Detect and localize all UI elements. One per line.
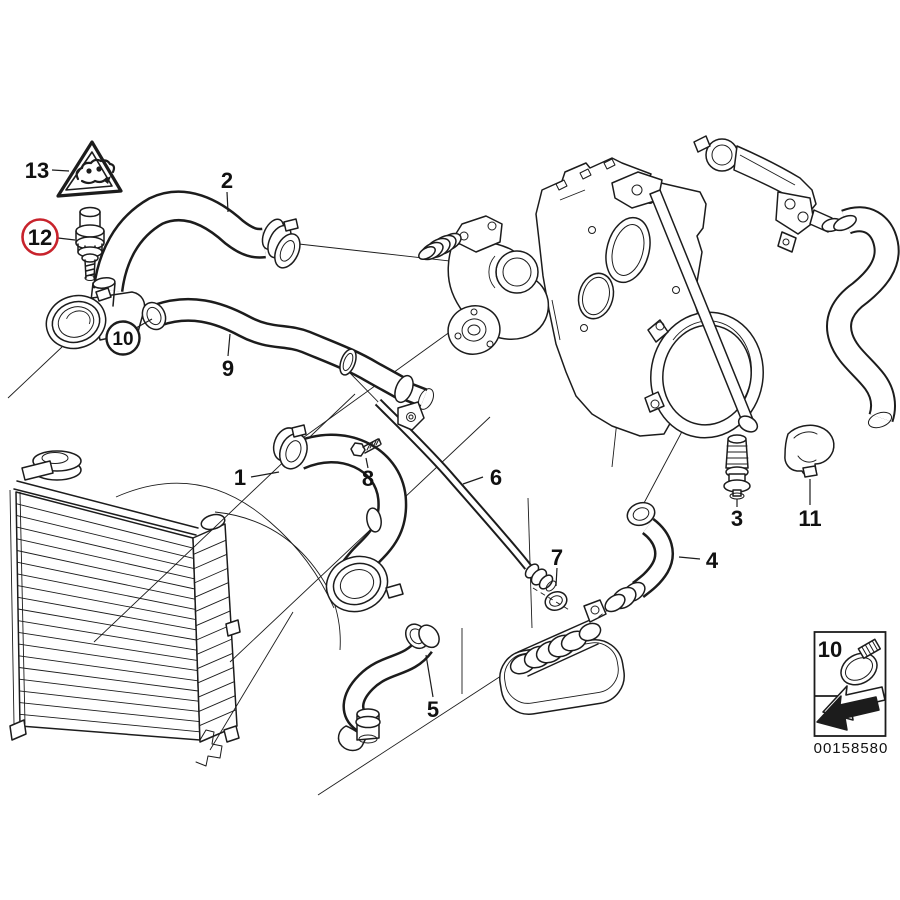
lower-radiator-hose-drawing bbox=[272, 424, 408, 613]
heater-hose-drawing bbox=[826, 206, 900, 429]
legend-item-number: 10 bbox=[818, 637, 842, 662]
vent-hose-drawing bbox=[141, 297, 435, 410]
temperature-sensor-drawing bbox=[75, 206, 105, 281]
upper-radiator-hose-drawing bbox=[92, 190, 301, 293]
bolt-drawing bbox=[350, 438, 382, 457]
legend-box: 10 bbox=[813, 631, 887, 737]
direction-arrow-icon bbox=[816, 685, 886, 731]
callout-3: 3 bbox=[731, 506, 743, 531]
callout-1: 1 bbox=[234, 465, 246, 490]
bleeder-screw-drawing bbox=[723, 434, 751, 500]
throttle-housing-drawing bbox=[644, 311, 764, 439]
oil-cooler-drawing bbox=[499, 587, 625, 716]
warning-triangle-icon bbox=[56, 140, 123, 198]
callout-4: 4 bbox=[706, 548, 719, 573]
callout-12: 12 bbox=[28, 225, 52, 250]
callout-5: 5 bbox=[427, 697, 439, 722]
holder-bracket-drawing bbox=[784, 424, 835, 478]
hose-clamp-icon bbox=[840, 638, 882, 686]
callout-9: 9 bbox=[222, 356, 234, 381]
radiator-drawing bbox=[9, 450, 341, 767]
callout-7: 7 bbox=[551, 545, 563, 570]
callout-13: 13 bbox=[25, 158, 49, 183]
coolant-line-drawing bbox=[374, 398, 557, 592]
water-pump-drawing bbox=[418, 215, 550, 355]
coolant-pipe-drawing bbox=[693, 135, 843, 253]
mounting-strut-drawing bbox=[649, 189, 759, 433]
red-circle-marker: 12 bbox=[21, 218, 59, 256]
expansion-hose-drawing bbox=[604, 501, 674, 613]
callout-6: 6 bbox=[490, 465, 502, 490]
callout-11: 11 bbox=[798, 506, 821, 531]
callout-10: 10 bbox=[112, 329, 133, 350]
callout-2: 2 bbox=[221, 168, 233, 193]
circle-marker-10: 10 bbox=[105, 320, 141, 356]
diagram-number: 00158580 bbox=[814, 740, 889, 757]
return-hose-drawing bbox=[337, 623, 440, 752]
callout-leader-lines bbox=[51, 169, 811, 698]
o-ring-drawing bbox=[544, 590, 568, 612]
callout-8: 8 bbox=[362, 466, 374, 491]
